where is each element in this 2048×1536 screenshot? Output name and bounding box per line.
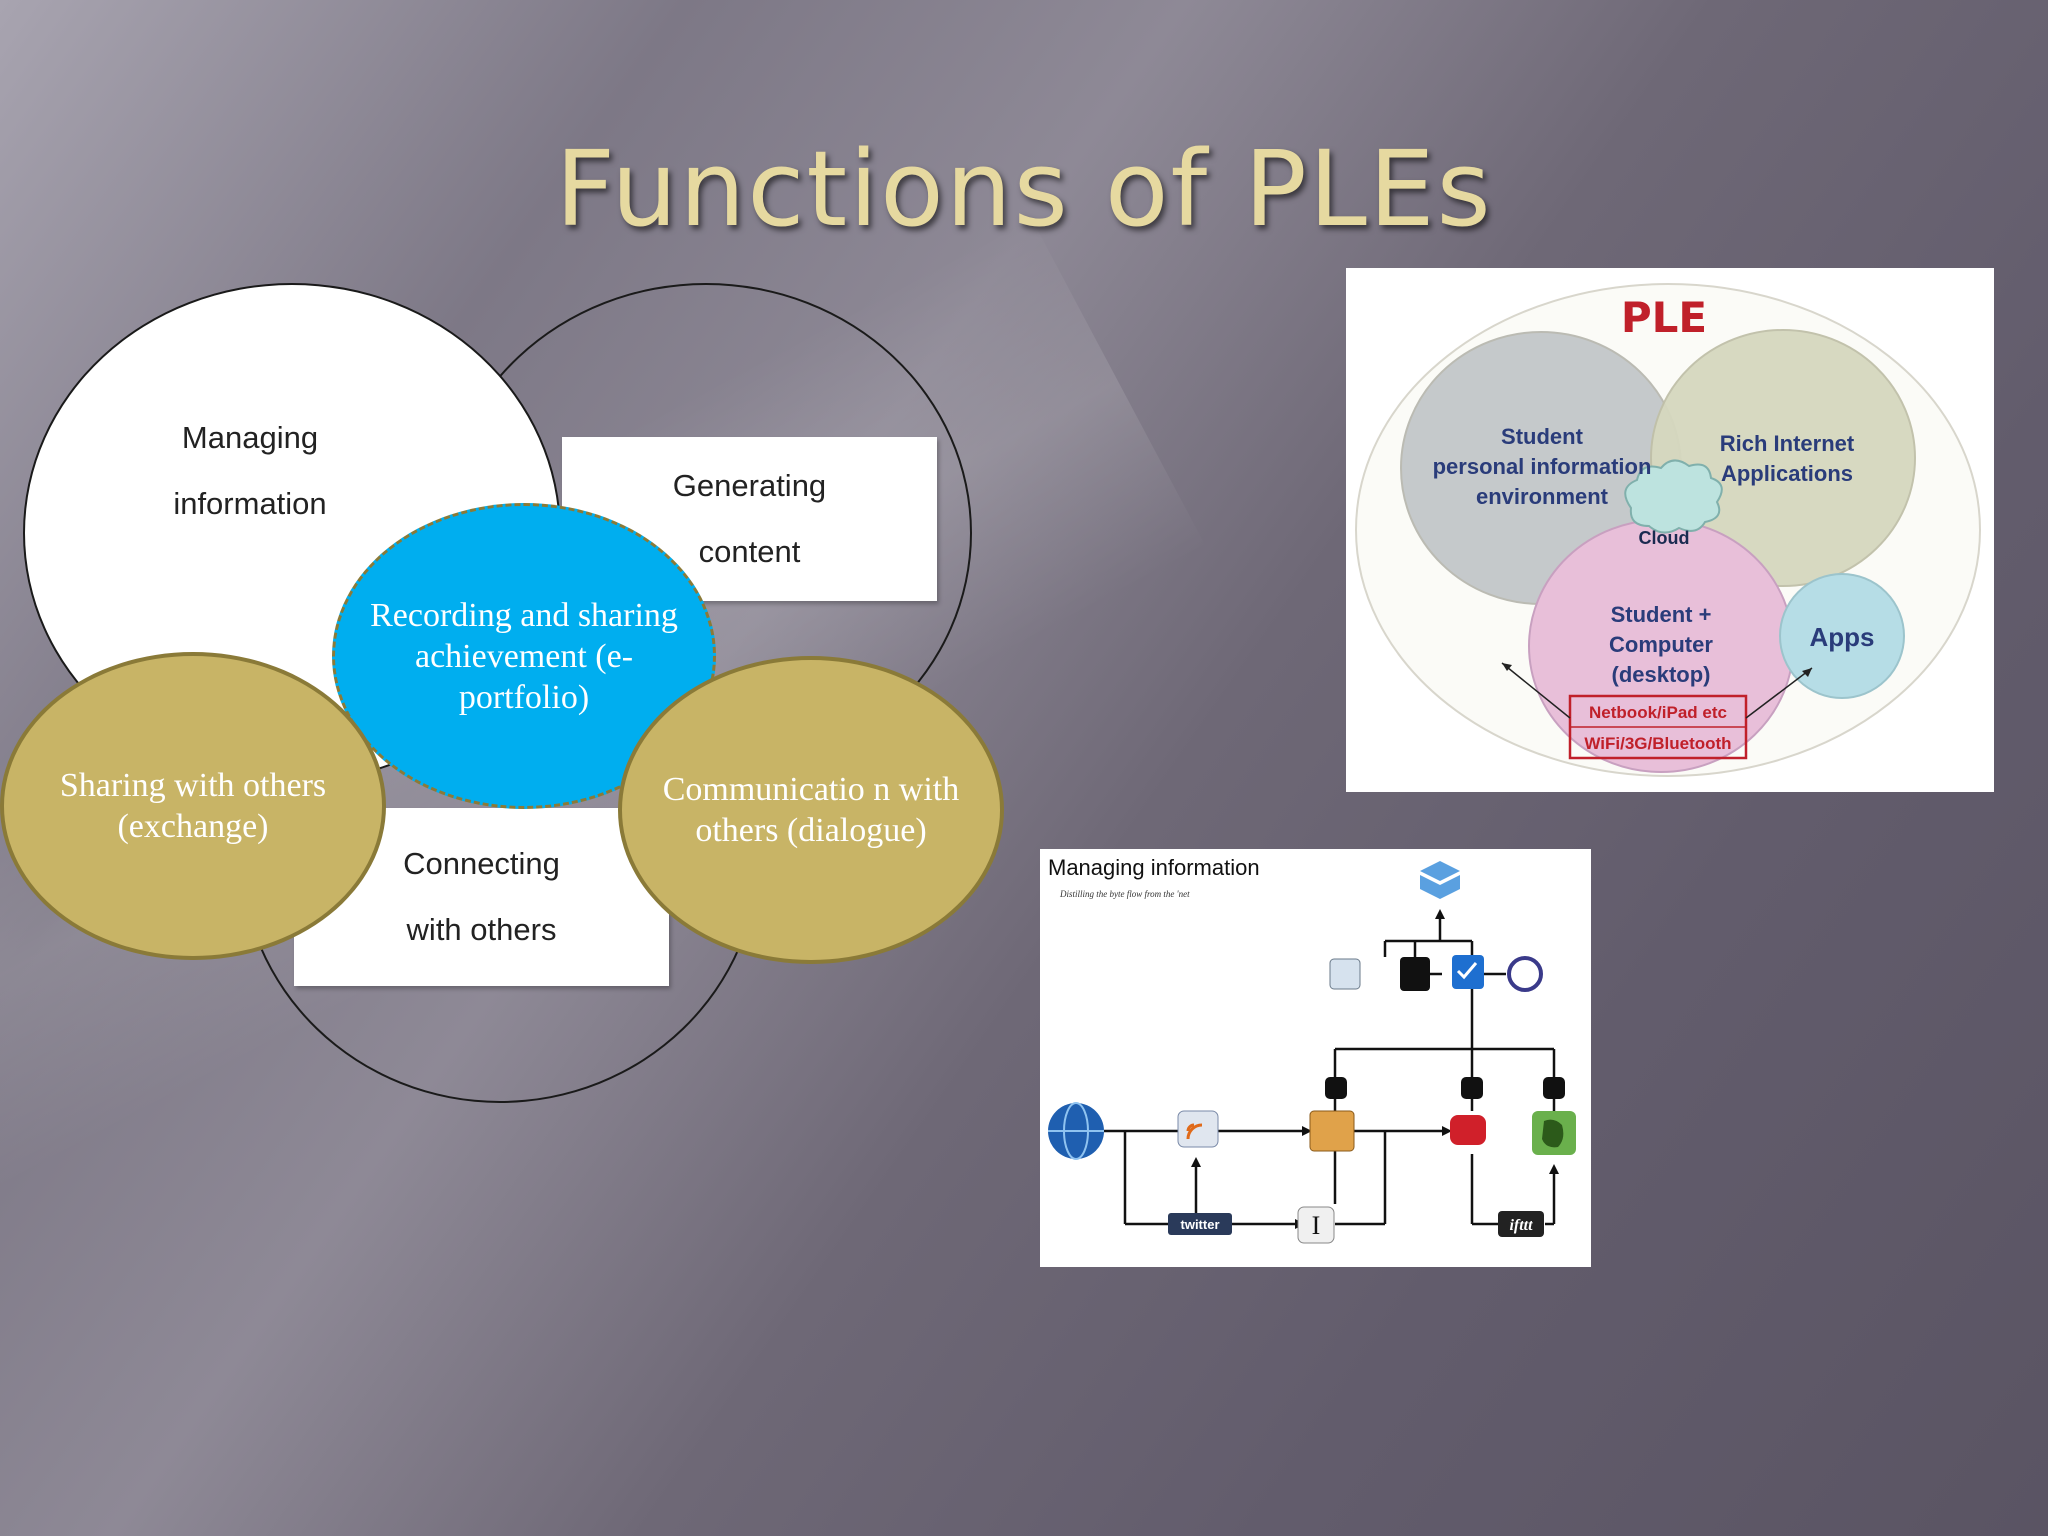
generating-label-line2: content (698, 534, 801, 569)
managing-panel-title: Managing information (1048, 855, 1260, 880)
ple-ria-line1: Rich Internet (1720, 431, 1855, 456)
elephant-icon (1542, 1119, 1564, 1148)
checkmark-icon (1456, 962, 1478, 980)
connecting-label-line2: with others (406, 912, 557, 947)
ple-student-line1: Student (1501, 424, 1584, 449)
brain-icon (1461, 1077, 1483, 1099)
recording-label: Recording and sharing achievement (e-por… (370, 596, 678, 716)
ifttt-badge (1498, 1211, 1544, 1237)
recording-blob: Recording and sharing achievement (e-por… (332, 503, 716, 809)
managing-label: Managing information (120, 405, 380, 537)
ple-computer-line1: Student + (1611, 602, 1712, 627)
instapaper-glyph: I (1312, 1211, 1321, 1240)
twitter-label: twitter (1181, 1217, 1220, 1232)
code-icon (1507, 956, 1543, 992)
connecting-box: Connecting with others (294, 808, 669, 986)
twitter-badge (1168, 1213, 1232, 1235)
ifttt-label: ifttt (1509, 1217, 1533, 1234)
flow-lines (1104, 919, 1556, 1226)
sharing-label: Sharing with others (exchange) (59, 767, 327, 845)
communication-blob: Communicatio n with others (dialogue) (618, 656, 1004, 964)
managing-label-line2: information (173, 486, 327, 521)
arrow-head-icon (1802, 668, 1812, 677)
google-reader-icon (1177, 1110, 1219, 1148)
ple-arrow-right (1745, 667, 1813, 719)
ple-apps-label: Apps (1810, 622, 1875, 652)
ple-student-line3: environment (1476, 484, 1609, 509)
communication-label: Communicatio n with others (dialogue) (662, 771, 960, 849)
reeder-icon (1309, 1110, 1355, 1152)
ple-cloud-label: Cloud (1639, 528, 1690, 548)
managing-info-svg: Managing information Distilling the byte… (1048, 855, 1576, 1244)
readability-icon (1450, 1115, 1486, 1145)
dropbox-cube-icon (1329, 958, 1361, 990)
ple-student-line2: personal information (1433, 454, 1652, 479)
brain-icon (1543, 1077, 1565, 1099)
ple-apps-circle (1779, 573, 1905, 699)
cloud-icon (1624, 459, 1723, 534)
ple-ria-line2: Applications (1721, 461, 1853, 486)
ple-title: PLE (1621, 293, 1707, 342)
ple-computer-line2: Computer (1609, 632, 1713, 657)
scrivener-icon (1400, 957, 1430, 991)
connecting-label-line1: Connecting (403, 846, 560, 881)
managing-label-line1: Managing (181, 420, 319, 455)
ple-ria-circle (1650, 329, 1916, 587)
ple-devices-line2: WiFi/3G/Bluetooth (1584, 734, 1731, 753)
dropbox-icon (1420, 861, 1460, 899)
ple-diagram-image: PLE Student personal information environ… (1346, 268, 1994, 792)
generating-label-line1: Generating (672, 468, 827, 503)
managing-panel-subtitle: Distilling the byte flow from the 'net (1059, 889, 1190, 899)
ple-diagram-svg: PLE Student personal information environ… (1355, 283, 1981, 777)
ple-devices-line1: Netbook/iPad etc (1589, 703, 1727, 722)
sharing-blob: Sharing with others (exchange) (0, 652, 386, 960)
flow-arrowheads (1170, 909, 1559, 1229)
slide-title: Functions of PLEs (555, 128, 1493, 250)
ple-computer-line3: (desktop) (1612, 662, 1711, 687)
managing-info-image: Managing information Distilling the byte… (1040, 849, 1591, 1267)
instapaper-icon (1297, 1206, 1335, 1244)
arrow-head-icon (1502, 663, 1512, 671)
rss-icon (1186, 1123, 1203, 1140)
brain-icon (1325, 1077, 1347, 1099)
ple-arrow-left (1501, 662, 1571, 719)
